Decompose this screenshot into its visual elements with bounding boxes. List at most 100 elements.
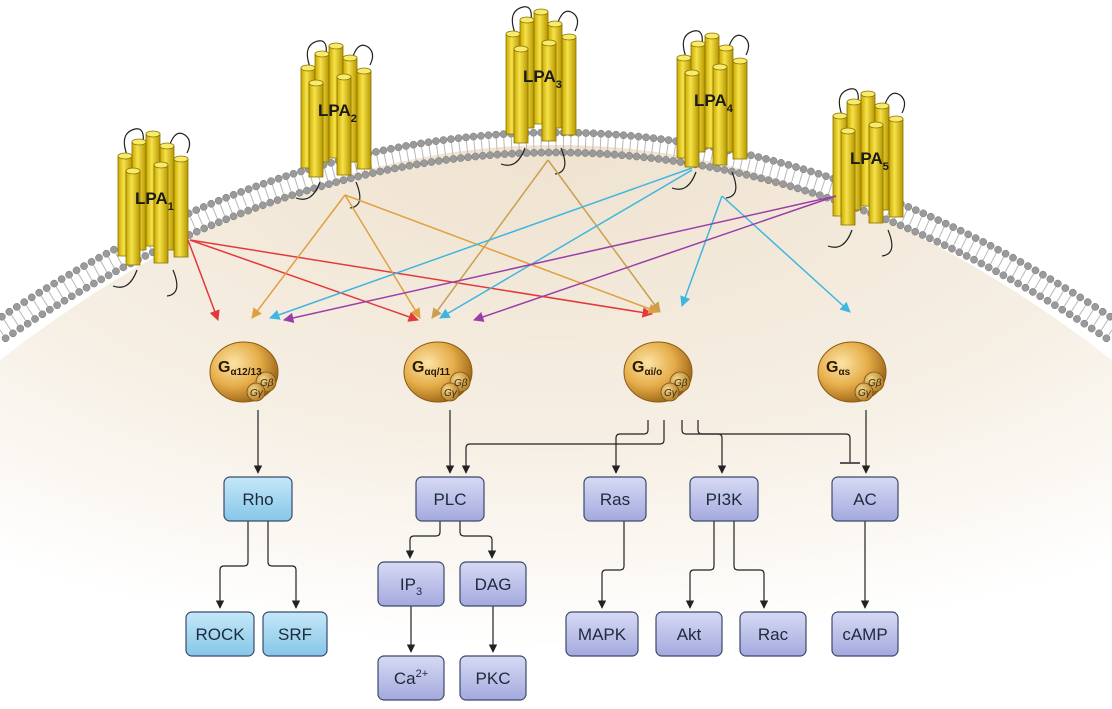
helix-cap <box>542 40 556 46</box>
node-label: Ras <box>600 490 630 509</box>
helix-cylinder <box>841 131 855 225</box>
lipid-head <box>252 204 259 211</box>
lipid-head <box>762 155 769 162</box>
helix-cylinder <box>562 37 576 135</box>
helix-cap <box>719 45 733 51</box>
helix-cap <box>677 55 691 61</box>
lipid-head <box>721 166 728 173</box>
lipid-head <box>912 228 919 235</box>
node-label-main: AC <box>853 490 877 509</box>
lipid-head <box>362 171 369 178</box>
lipid-head <box>36 289 43 296</box>
node-label-main: PKC <box>476 669 511 688</box>
lipid-head <box>770 157 777 164</box>
lipid-head <box>425 139 432 146</box>
lipid-head <box>957 227 964 234</box>
lipid-head <box>1081 320 1088 327</box>
lipid-head <box>297 168 304 175</box>
helix-cap <box>875 103 889 109</box>
lipid-head <box>103 250 110 257</box>
lipid-head <box>657 136 664 143</box>
lipid-head <box>380 147 387 154</box>
lipid-head <box>267 178 274 185</box>
lipid-head <box>259 202 266 209</box>
helix-cylinder <box>542 43 556 141</box>
lipid-head <box>2 335 9 342</box>
lipid-head <box>1009 254 1016 261</box>
node-label: Rac <box>758 625 789 644</box>
g-protein-label-base: G <box>218 359 230 376</box>
lipid-head <box>472 153 479 160</box>
lipid-head <box>6 308 13 315</box>
lipid-head <box>281 194 288 201</box>
lipid-head <box>736 169 743 176</box>
node-label-main: cAMP <box>842 625 887 644</box>
node-label-main: Akt <box>677 625 702 644</box>
lipid-head <box>384 166 391 173</box>
helix-cap <box>132 139 146 145</box>
lipid-head <box>934 238 941 245</box>
node-label: ROCK <box>195 625 245 644</box>
g-gamma-label: Gγ <box>858 388 872 399</box>
node-label-main: Rac <box>758 625 789 644</box>
node-label-main: MAPK <box>578 625 627 644</box>
lipid-head <box>1024 262 1031 269</box>
lipid-head <box>377 168 384 175</box>
lipid-head <box>455 135 462 142</box>
lipid-head <box>428 158 435 165</box>
node-label-main: SRF <box>278 625 312 644</box>
lipid-head <box>296 189 303 196</box>
lipid-head <box>274 196 281 203</box>
receptor-label-sub: 2 <box>351 113 357 125</box>
lipid-head <box>51 280 58 287</box>
lipid-head <box>590 130 597 137</box>
lipid-head <box>508 150 515 157</box>
lipid-head <box>479 152 486 159</box>
lipid-head <box>465 154 472 161</box>
node-label: SRF <box>278 625 312 644</box>
g-protein-label-sub: αi/o <box>644 367 662 378</box>
helix-cap <box>118 153 132 159</box>
lipid-head <box>750 173 757 180</box>
lipid-head <box>677 158 684 165</box>
lipid-head <box>457 154 464 161</box>
node-plc: PLC <box>416 477 484 521</box>
lipid-head <box>17 325 24 332</box>
node-label: AC <box>853 490 877 509</box>
node-ip3: IP3 <box>378 562 444 606</box>
helix-cap <box>869 122 883 128</box>
helix-cap <box>520 17 534 23</box>
lipid-head <box>88 258 95 265</box>
lipid-head <box>620 132 627 139</box>
lipid-head <box>450 155 457 162</box>
helix-cap <box>841 128 855 134</box>
lipid-head <box>1107 313 1112 320</box>
lipid-head <box>1092 303 1099 310</box>
g-gamma-label: Gγ <box>250 388 264 399</box>
lipid-head <box>706 163 713 170</box>
lipid-head <box>987 242 994 249</box>
lipid-head <box>648 154 655 161</box>
lipid-head <box>655 155 662 162</box>
receptor-label-base: LPA <box>135 189 168 208</box>
lipid-head <box>538 149 545 156</box>
helix-cap <box>847 99 861 105</box>
helix-cap <box>154 162 168 168</box>
lipid-head <box>1007 276 1014 283</box>
lipid-head <box>1051 302 1058 309</box>
lipid-head <box>755 153 762 160</box>
lipid-head <box>333 179 340 186</box>
lipid-head <box>245 186 252 193</box>
helix-cap <box>534 9 548 15</box>
lipid-head <box>1002 250 1009 257</box>
node-camp: cAMP <box>832 612 898 656</box>
lipid-head <box>743 171 750 178</box>
lipid-head <box>208 200 215 207</box>
g-protein-label-base: G <box>412 359 424 376</box>
lipid-head <box>402 142 409 149</box>
lipid-head <box>24 320 31 327</box>
lipid-head <box>802 187 809 194</box>
lipid-head <box>807 168 814 175</box>
helix-cap <box>691 41 705 47</box>
